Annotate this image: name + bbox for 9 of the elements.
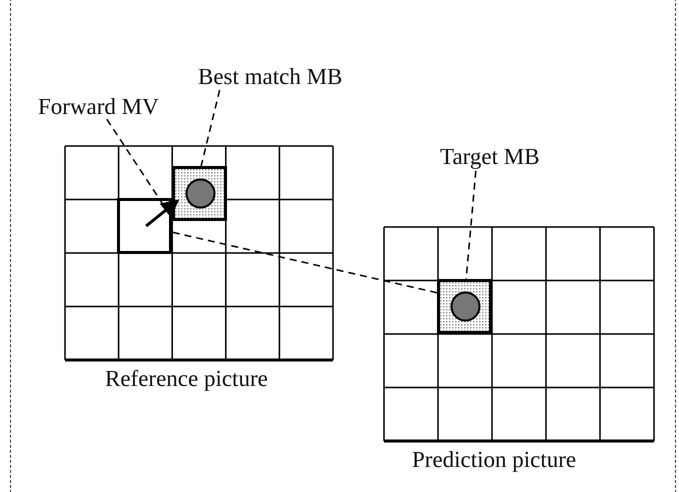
leader-line	[200, 90, 220, 166]
callout-label: Target MB	[440, 144, 540, 170]
callout-label: Best match MB	[198, 64, 342, 90]
picture-caption: Reference picture	[105, 366, 268, 392]
leader-line	[106, 118, 163, 204]
dashed-line	[172, 231, 438, 294]
picture-caption: Prediction picture	[412, 447, 576, 473]
callout-label: Forward MV	[38, 94, 159, 120]
leader-line	[465, 170, 477, 280]
